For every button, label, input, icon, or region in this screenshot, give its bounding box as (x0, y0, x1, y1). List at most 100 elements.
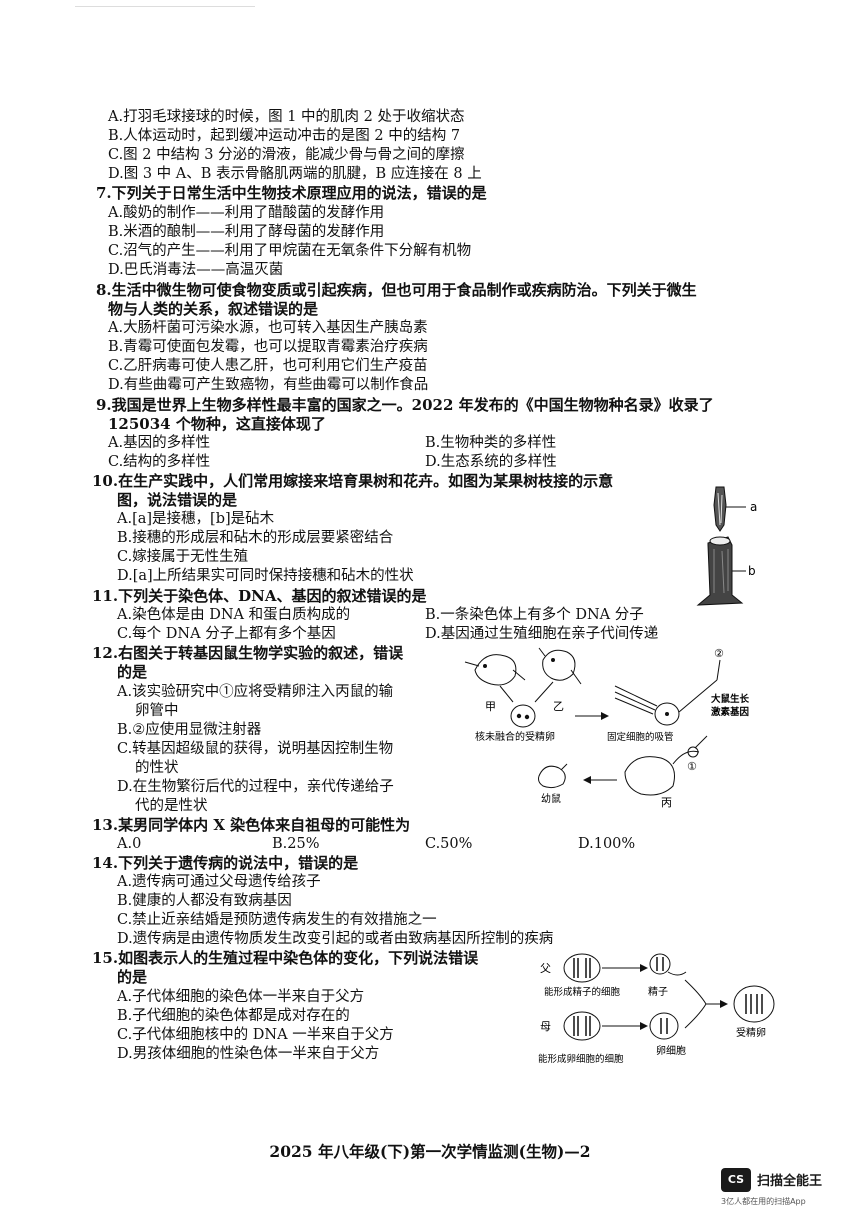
q8-option-c: C.乙肝病毒可使人患乙肝，也可利用它们生产疫苗 (108, 358, 428, 374)
scanner-watermark: CS 扫描全能王 3亿人都在用的扫描App (721, 1166, 846, 1210)
q9-option-b: B.生物种类的多样性 (425, 435, 557, 451)
q9-option-d: D.生态系统的多样性 (425, 454, 557, 470)
mother-cell-icon (563, 1011, 601, 1041)
q13-option-c: C.50% (425, 836, 473, 852)
q7-option-c: C.沼气的产生——利用了甲烷菌在无氧条件下分解有机物 (108, 243, 472, 259)
q8-option-b: B.青霉可使面包发霉，也可以提取青霉素治疗疾病 (108, 339, 428, 355)
q7-option-a: A.酸奶的制作——利用了醋酸菌的发酵作用 (108, 205, 385, 221)
mouse-yi-icon (538, 647, 582, 685)
egg-cell-icon (649, 1012, 679, 1040)
baby-mouse-icon (538, 763, 568, 789)
q6-option-d: D.图 3 中 A、B 表示骨骼肌两端的肌腱，B 应连接在 8 上 (108, 166, 482, 182)
q11-stem: 11.下列关于染色体、DNA、基因的叙述错误的是 (92, 587, 427, 605)
q7-option-b: B.米酒的酿制——利用了酵母菌的发酵作用 (108, 224, 385, 240)
zygote-icon (733, 985, 775, 1023)
q15-stem-line1: 15.如图表示人的生殖过程中染色体的变化，下列说法错误 (92, 949, 479, 967)
q8-stem-line1: 8.生活中微生物可使食物变质或引起疾病，但也可用于食品制作或疾病防治。下列关于微… (96, 281, 697, 299)
q6-option-a: A.打羽毛球接球的时候，图 1 中的肌肉 2 处于收缩状态 (108, 109, 465, 125)
transgenic-mouse-figure: 甲 乙 核未融合的受精卵 ② 固定细胞的吸管 大鼠生长 激素基因 ① 丙 (464, 647, 750, 809)
label-egg-cell: 能形成卵细胞的细胞 (538, 1053, 624, 1065)
label-sperm: 精子 (648, 985, 668, 998)
fertilized-egg-icon (510, 704, 536, 728)
label-pipette: 固定细胞的吸管 (607, 731, 674, 743)
scion-a (713, 486, 727, 532)
label-youshu: 幼鼠 (541, 792, 561, 805)
q15-option-c: C.子代体细胞核中的 DNA 一半来自于父方 (117, 1027, 394, 1043)
q10-option-d: D.[a]上所结果实可同时保持接穗和砧木的性状 (117, 568, 414, 584)
q12-option-a-line2: 卵管中 (135, 703, 179, 719)
q15-option-a: A.子代体细胞的染色体一半来自于父方 (117, 989, 365, 1005)
q10-stem-line2: 图，说法错误的是 (117, 491, 238, 509)
reproduction-chromosome-figure: 父 能形成精子的细胞 精子 受精卵 母 卵细胞 能形成卵细胞的细胞 (538, 953, 775, 1065)
q6-option-c: C.图 2 中结构 3 分泌的滑液，能减少骨与骨之间的摩擦 (108, 147, 465, 163)
q12-stem-line1: 12.右图关于转基因鼠生物学实验的叙述，错误 (92, 644, 404, 662)
q12-option-c-line1: C.转基因超级鼠的获得，说明基因控制生物 (117, 741, 394, 757)
q8-option-d: D.有些曲霉可产生致癌物，有些曲霉可以制作食品 (108, 377, 429, 393)
q14-option-b: B.健康的人都没有致病基因 (117, 893, 292, 909)
scan-edge-line (75, 6, 255, 7)
q9-stem-line1: 9.我国是世界上生物多样性最丰富的国家之一。2022 年发布的《中国生物物种名录… (96, 396, 714, 414)
egg-in-pipette-icon (654, 702, 680, 726)
label-a: a (750, 500, 757, 514)
q12-stem-line2: 的是 (117, 663, 148, 681)
q14-stem: 14.下列关于遗传病的说法中，错误的是 (92, 854, 359, 872)
label-egg: 卵细胞 (656, 1044, 686, 1057)
q12-option-d-line1: D.在生物繁衍后代的过程中，亲代传递给子 (117, 779, 394, 795)
q12-option-d-line2: 代的是性状 (135, 798, 208, 814)
label-yi: 乙 (553, 700, 564, 713)
rootstock-b (696, 536, 744, 606)
q15-option-d: D.男孩体细胞的性染色体一半来自于父方 (117, 1046, 380, 1062)
q6-option-b: B.人体运动时，起到缓冲运动冲击的是图 2 中的结构 7 (108, 128, 461, 144)
sperm-icon (649, 953, 671, 975)
label-n1: ① (687, 760, 697, 773)
q11-option-b: B.一条染色体上有多个 DNA 分子 (425, 607, 644, 623)
q11-option-c: C.每个 DNA 分子上都有多个基因 (117, 626, 336, 642)
q15-option-b: B.子代细胞的染色体都是成对存在的 (117, 1008, 350, 1024)
micro-injector-icon (678, 679, 718, 713)
q14-option-a: A.遗传病可通过父母遗传给孩子 (117, 874, 321, 890)
page-footer: 2025 年八年级(下)第一次学情监测(生物)—2 (269, 1142, 591, 1161)
q13-stem: 13.某男同学体内 X 染色体来自祖母的可能性为 (92, 816, 411, 834)
label-sperm-cell: 能形成精子的细胞 (544, 986, 621, 998)
q14-option-c: C.禁止近亲结婚是预防遗传病发生的有效措施之一 (117, 912, 437, 928)
q7-stem: 7.下列关于日常生活中生物技术原理应用的说法，错误的是 (96, 184, 487, 202)
q7-option-d: D.巴氏消毒法——高温灭菌 (108, 262, 284, 278)
q12-option-b: B.②应使用显微注射器 (117, 722, 262, 738)
q14-option-d: D.遗传病是由遗传物质发生改变引起的或者由致病基因所控制的疾病 (117, 931, 554, 947)
q12-option-a-line1: A.该实验研究中①应将受精卵注入丙鼠的输 (117, 684, 394, 700)
q11-option-a: A.染色体是由 DNA 和蛋白质构成的 (117, 607, 351, 623)
q9-stem-line2: 125034 个物种，这直接体现了 (108, 415, 326, 433)
q8-stem-line2: 物与人类的关系，叙述错误的是 (108, 300, 319, 318)
mouse-jia-icon (464, 654, 526, 686)
q8-option-a: A.大肠杆菌可污染水源，也可转入基因生产胰岛素 (108, 320, 428, 336)
q10-option-a: A.[a]是接穗，[b]是砧木 (117, 511, 275, 527)
q15-stem-line2: 的是 (117, 968, 148, 986)
q10-stem-line1: 10.在生产实践中，人们常用嫁接来培育果树和花卉。如图为某果树枝接的示意 (92, 472, 614, 490)
q9-option-c: C.结构的多样性 (108, 454, 211, 470)
mouse-bing-icon (624, 735, 708, 796)
watermark-name: 扫描全能王 (757, 1174, 823, 1189)
father-cell-icon (563, 953, 601, 983)
camscanner-logo-icon: CS (721, 1168, 751, 1192)
q9-option-a: A.基因的多样性 (108, 435, 211, 451)
label-father: 父 (540, 962, 551, 975)
q12-option-c-line2: 的性状 (135, 760, 179, 776)
label-gene-line2: 激素基因 (711, 706, 749, 718)
label-gene-line1: 大鼠生长 (711, 693, 750, 705)
holding-pipette-icon (614, 685, 658, 715)
label-b: b (748, 564, 756, 578)
q13-option-b: B.25% (272, 836, 320, 852)
q10-option-c: C.嫁接属于无性生殖 (117, 549, 249, 565)
watermark-subtitle: 3亿人都在用的扫描App (721, 1197, 806, 1206)
grafting-figure: a b (696, 486, 757, 606)
label-mother: 母 (540, 1020, 551, 1033)
label-jia: 甲 (485, 700, 496, 713)
q11-option-d: D.基因通过生殖细胞在亲子代间传递 (425, 626, 659, 642)
label-zygote: 受精卵 (736, 1026, 766, 1039)
q13-option-d: D.100% (578, 836, 636, 852)
q13-option-a: A.0 (117, 836, 142, 852)
label-unfused-egg: 核未融合的受精卵 (475, 730, 555, 743)
label-bing: 丙 (661, 796, 672, 809)
q10-option-b: B.接穗的形成层和砧木的形成层要紧密结合 (117, 530, 394, 546)
